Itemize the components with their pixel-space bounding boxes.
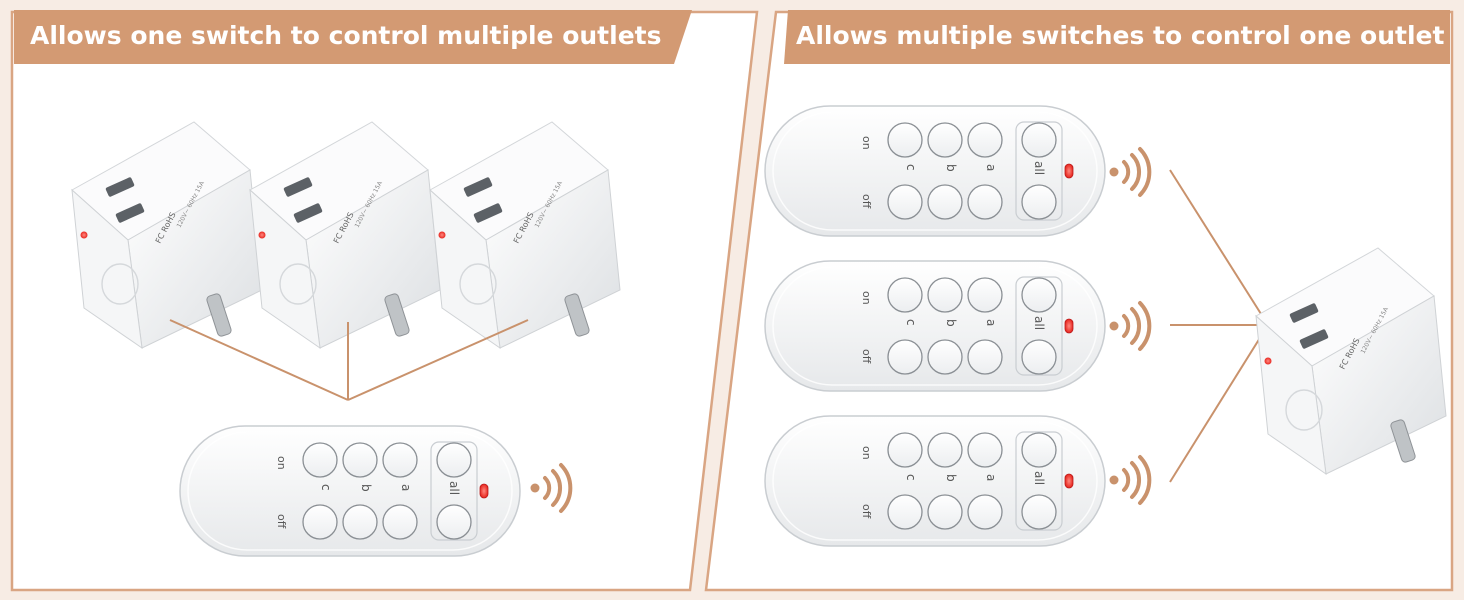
connector-lines-left xyxy=(169,319,529,401)
connector-lines-right xyxy=(1169,169,1269,483)
right-title-banner xyxy=(784,10,1450,64)
left-title-banner xyxy=(14,10,692,64)
remote-right-3 xyxy=(764,415,1106,547)
left-panel-title: Allows one switch to control multiple ou… xyxy=(30,21,662,50)
remote-left xyxy=(179,425,521,557)
remote-right-2 xyxy=(764,260,1106,392)
right-panel-title: Allows multiple switches to control one … xyxy=(796,21,1445,50)
remote-right-1 xyxy=(764,105,1106,237)
